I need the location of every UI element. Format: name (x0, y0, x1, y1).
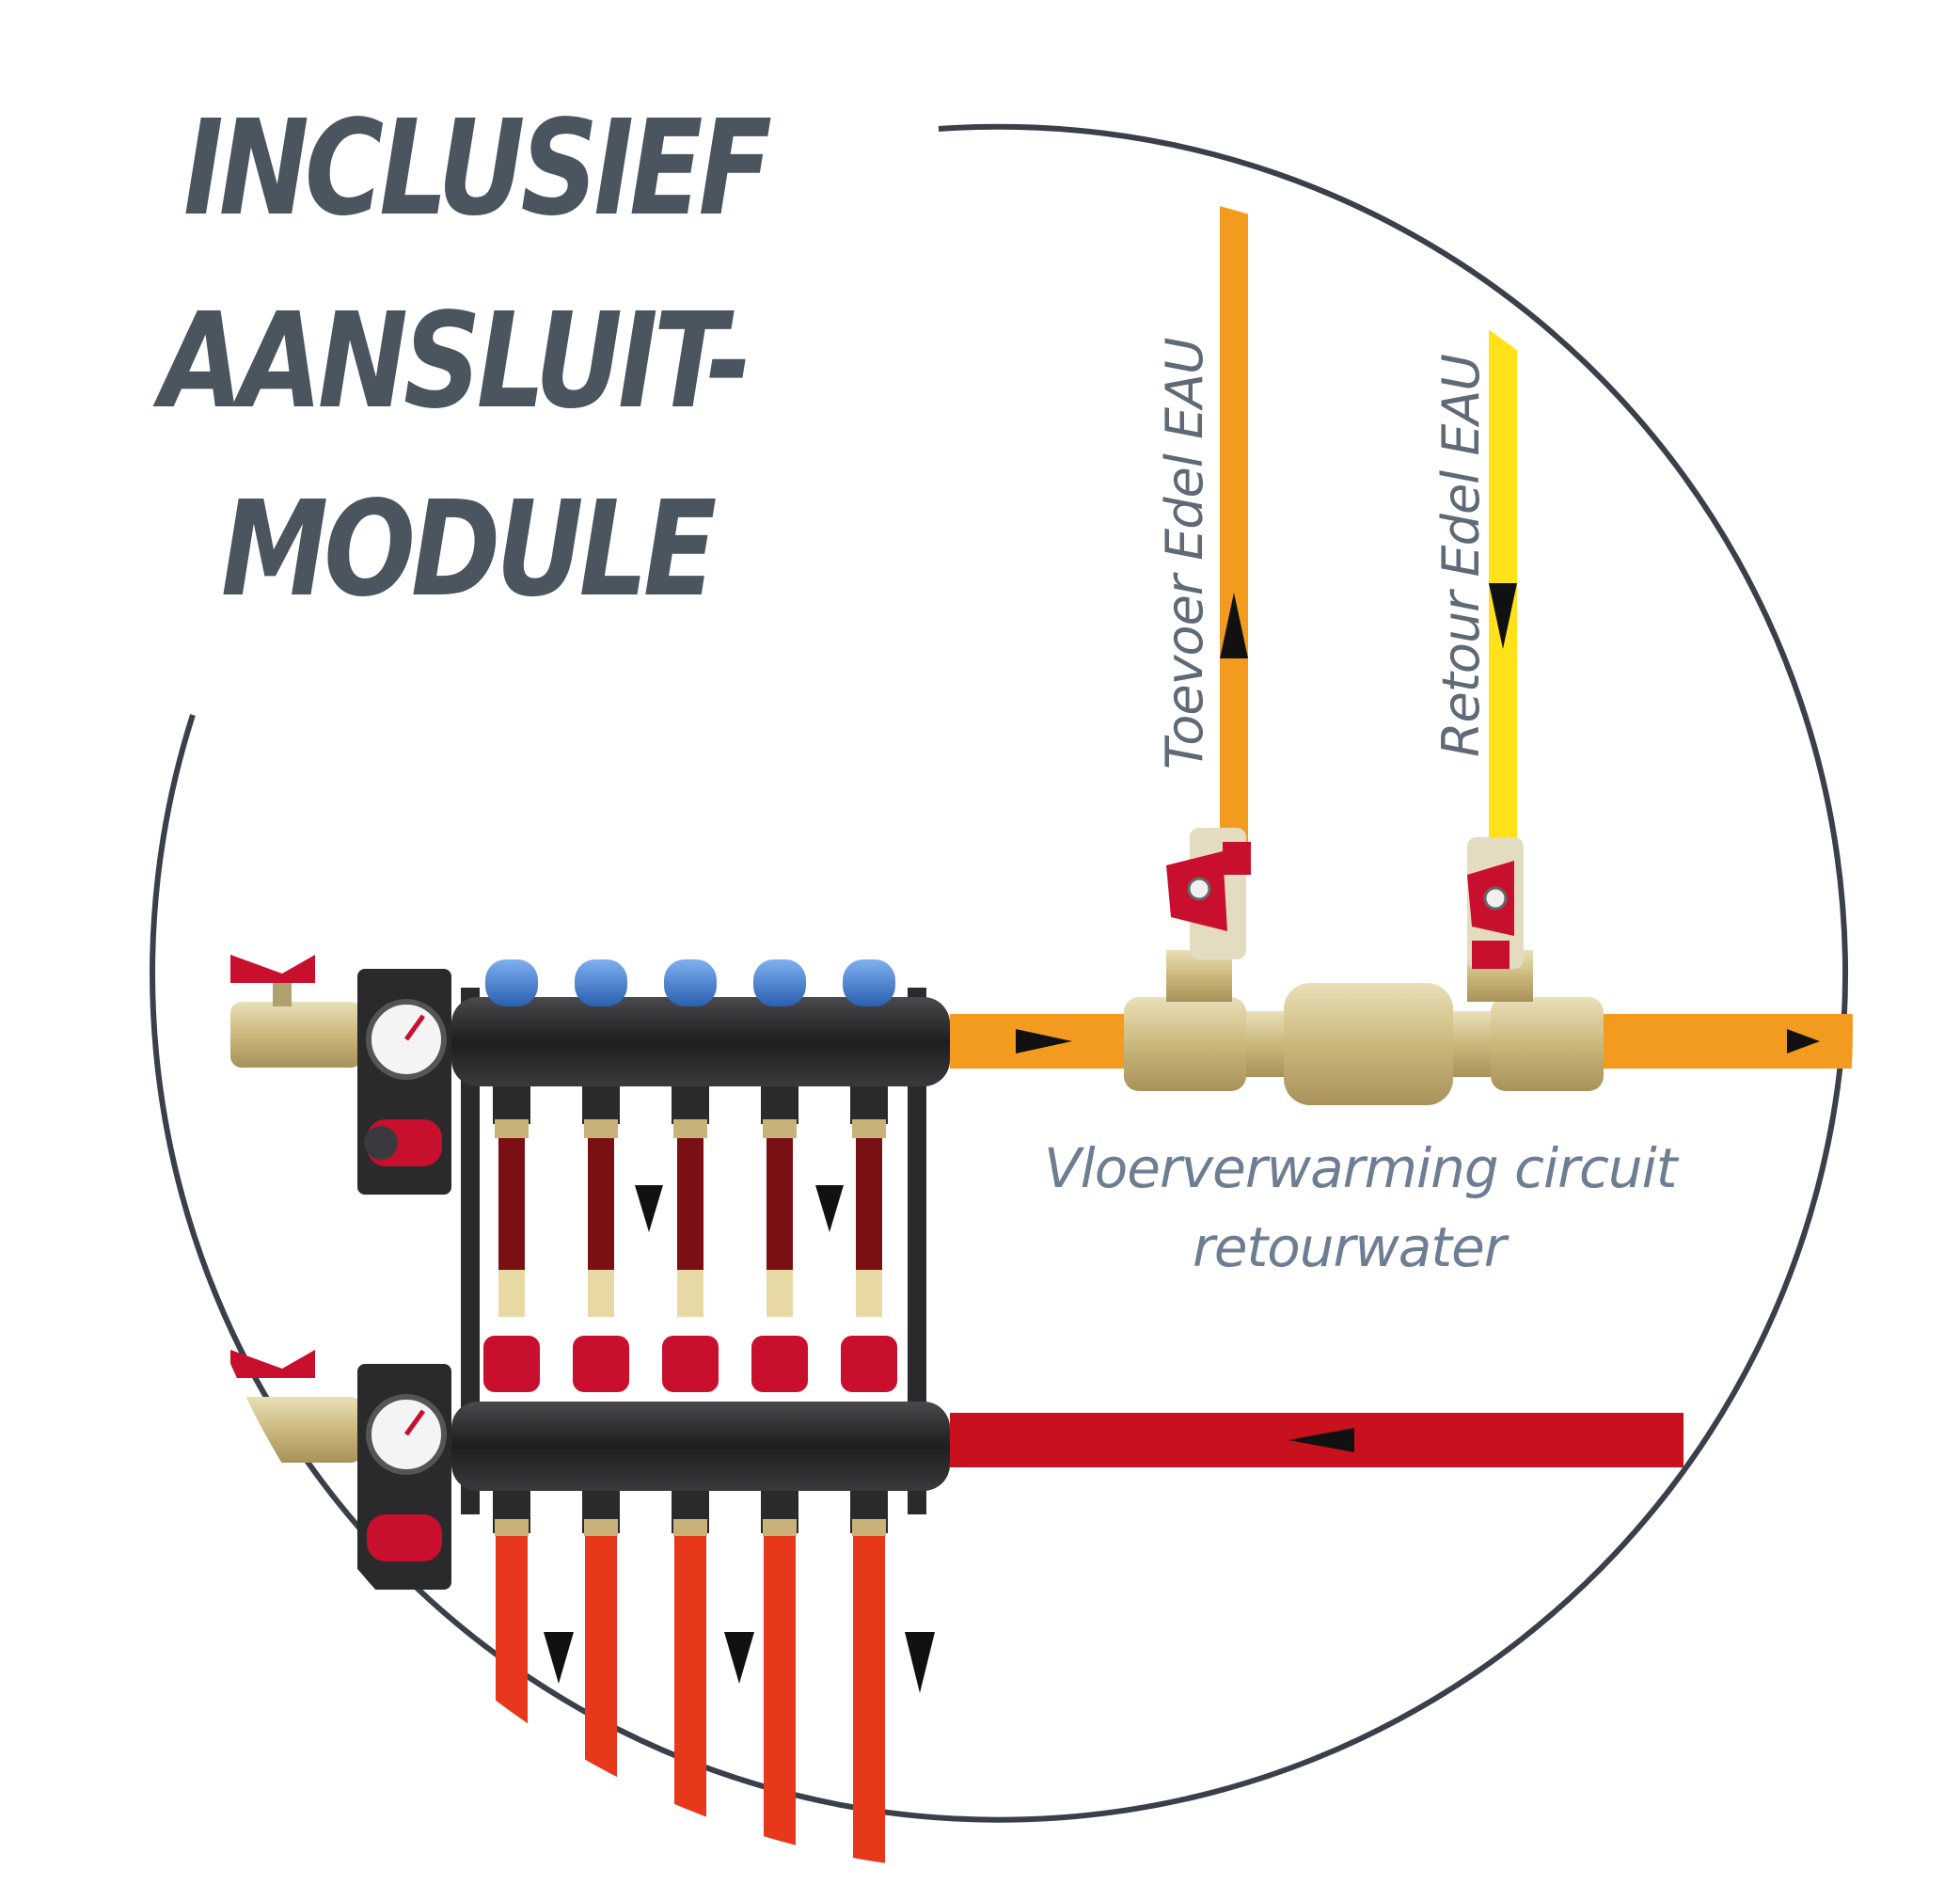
triangle-arrow-icon-down-circuit-1 (635, 1185, 663, 1232)
manifold-supply-bar (451, 997, 950, 1086)
triangle-arrow-icon-right-edge (1787, 1029, 1820, 1053)
red-flow-valve (573, 1336, 629, 1392)
connection-module (1124, 950, 1604, 1105)
flowmeter-tube (767, 1138, 793, 1270)
circuit-pipes-bottom (496, 1533, 885, 1872)
manifold-circuit-1 (483, 959, 540, 1536)
flowmeter-tube (498, 1138, 525, 1270)
orange-pipe-right (1599, 1014, 1853, 1069)
red-flow-valve (841, 1336, 897, 1392)
manifold-circuit-2 (573, 959, 629, 1536)
blue-valve-cap (843, 959, 895, 1006)
triangle-arrow-icon-left (1288, 1428, 1354, 1452)
manifold-return-bar (451, 1402, 950, 1491)
triangle-arrow-icon-up (1220, 593, 1248, 658)
gauge-icon-lower (357, 1364, 451, 1590)
manifold (451, 959, 950, 1536)
title-line-2: AANSLUIT- (160, 285, 751, 438)
triangle-arrow-icon-down (1489, 583, 1517, 649)
gauge-icon (357, 969, 451, 1195)
flowmeter-tube (588, 1138, 614, 1270)
inlet-ball-valve-top (230, 955, 362, 1068)
flowmeter-tube (856, 1138, 882, 1270)
triangle-arrow-icon-down-pipe-3 (905, 1632, 935, 1693)
supply-pipe-label: Toevoer Edel EAU (1155, 338, 1214, 769)
caption-line-2: retourwater (1193, 1215, 1507, 1279)
red-flow-valve (483, 1336, 540, 1392)
caption-line-1: Vloerverwarming circuit (1044, 1136, 1677, 1200)
manifold-circuit-5 (841, 959, 897, 1536)
triangle-arrow-icon-down-pipe-2 (724, 1632, 754, 1684)
flowmeter-tube (677, 1138, 703, 1270)
ball-valve-icon-return (1467, 837, 1524, 969)
blue-valve-cap (575, 959, 627, 1006)
red-flow-valve (662, 1336, 719, 1392)
inlet-ball-valve-bottom (230, 1350, 362, 1463)
return-pipe-label: Retour Edel EAU (1431, 355, 1491, 757)
title-line-3: MODULE (221, 473, 717, 626)
supply-pipe (1220, 179, 1248, 847)
red-flow-valve (751, 1336, 808, 1392)
ball-valve-icon (1166, 828, 1251, 959)
manifold-circuits (483, 959, 897, 1536)
return-pipe (1489, 310, 1517, 847)
blue-valve-cap (753, 959, 806, 1006)
triangle-arrow-icon-right (1016, 1029, 1072, 1053)
title-line-1: INCLUSIEF (183, 92, 772, 246)
manifold-circuit-4 (751, 959, 808, 1536)
triangle-arrow-icon-down-circuit-2 (815, 1185, 844, 1232)
blue-valve-cap (485, 959, 538, 1006)
triangle-arrow-icon-down-pipe-1 (544, 1632, 574, 1684)
circle-outline (150, 123, 1849, 1823)
manifold-circuit-3 (662, 959, 719, 1536)
flow-arrows (544, 583, 1820, 1693)
blue-valve-cap (664, 959, 717, 1006)
